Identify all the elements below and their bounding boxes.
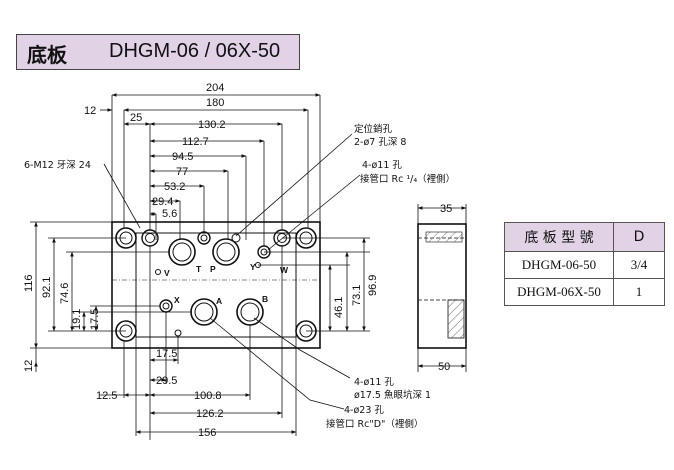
port-w: W [280, 265, 289, 275]
note-bolt: 6-M12 牙深 24 [24, 160, 91, 171]
dims-bottom [100, 246, 297, 440]
port-y: Y [250, 262, 256, 272]
dim-112-7: 112.7 [182, 136, 209, 148]
main-plate-view [111, 221, 321, 349]
leaders [103, 133, 361, 410]
dim-94-5: 94.5 [172, 151, 193, 163]
dims-top [100, 93, 321, 246]
main-ports [168, 238, 264, 326]
dim-12-left: 12 [23, 360, 35, 372]
plate-outline [111, 221, 321, 349]
dim-180: 180 [206, 97, 224, 109]
note-pin-1: 定位銷孔 [354, 123, 393, 135]
table-header-d: D [613, 222, 665, 252]
dim-53-2: 53.2 [164, 181, 185, 193]
dim-50: 50 [438, 361, 450, 373]
table-header-model: 底 板 型 號 [504, 222, 614, 252]
dim-17-5-left: 17.5 [89, 309, 101, 330]
dim-text-right: 46.1 73.1 96.9 [333, 275, 379, 318]
dims-right [258, 237, 370, 332]
note-pin-2: 2-ø7 孔深 8 [354, 137, 406, 148]
port-v: V [164, 268, 170, 278]
table-cell-d: 3/4 [613, 251, 665, 279]
port-p: P [210, 264, 216, 274]
dim-text-top: 204 180 12 25 130.2 112.7 94.5 77 53.2 2… [84, 82, 226, 220]
dim-77: 77 [176, 166, 188, 178]
title-main: 底板 [27, 43, 67, 67]
port-x: X [174, 295, 180, 305]
note-port-y-1: 4-ø11 孔 [362, 160, 402, 171]
dim-116: 116 [23, 274, 35, 292]
dim-text-bottom: 17.5 29.5 12.5 100.8 126.2 156 35 50 [96, 203, 452, 439]
dims-left [30, 221, 192, 372]
notes: 6-M12 牙深 24 定位銷孔 2-ø7 孔深 8 4-ø11 孔 接管口 R… [24, 123, 455, 430]
dim-12-top: 12 [84, 105, 96, 117]
dim-130-2: 130.2 [198, 119, 226, 131]
table-header-row: 底 板 型 號 D [504, 222, 665, 252]
table-cell-d: 1 [613, 278, 665, 306]
table-cell-model: DHGM-06-50 [504, 251, 614, 279]
port-a: A [216, 296, 222, 306]
side-view [417, 204, 467, 372]
dim-12-5: 12.5 [96, 390, 117, 402]
table-cell-model: DHGM-06X-50 [504, 278, 614, 306]
dim-92-1: 92.1 [41, 277, 53, 298]
note-port-b-2: ø17.5 魚眼坑深 1 [354, 389, 431, 401]
note-port-main-1: 4-ø23 孔 [344, 405, 384, 416]
title-box: 底板 DHGM-06 / 06X-50 [16, 34, 300, 70]
table-row: DHGM-06-50 3/4 [504, 251, 665, 279]
dim-25: 25 [130, 112, 142, 124]
dim-17-5-bottom: 17.5 [156, 348, 177, 360]
dim-126-2: 126.2 [196, 408, 224, 420]
model-table: 底 板 型 號 D DHGM-06-50 3/4 DHGM-06X-50 1 [504, 222, 665, 306]
dim-text-left: 116 92.1 74.6 19.1 17.5 12 [23, 274, 101, 372]
note-port-main-2: 接管口 Rc"D"（裡側） [326, 418, 423, 430]
dim-204: 204 [206, 82, 224, 94]
dim-100-8: 100.8 [194, 390, 222, 402]
dim-73-1: 73.1 [351, 285, 363, 306]
note-port-b-1: 4-ø11 孔 [354, 377, 394, 388]
dim-29-4: 29.4 [152, 196, 173, 208]
dim-29-5: 29.5 [156, 375, 177, 387]
plate-pad [135, 232, 297, 338]
dim-35: 35 [440, 203, 452, 215]
title-model: DHGM-06 / 06X-50 [109, 40, 281, 62]
port-t: T [196, 264, 202, 274]
port-b: B [262, 294, 268, 304]
table-row: DHGM-06X-50 1 [504, 278, 665, 306]
dim-96-9: 96.9 [367, 275, 379, 296]
dim-46-1: 46.1 [333, 297, 345, 318]
note-port-y-2: 接管口 Rc ¹/₄（裡側） [360, 173, 455, 185]
dim-156: 156 [198, 427, 216, 439]
dim-19-1: 19.1 [71, 309, 83, 330]
dim-74-6: 74.6 [59, 283, 71, 304]
dim-5-6: 5.6 [162, 208, 177, 220]
port-labels: V T P Y W X A B [164, 262, 289, 306]
